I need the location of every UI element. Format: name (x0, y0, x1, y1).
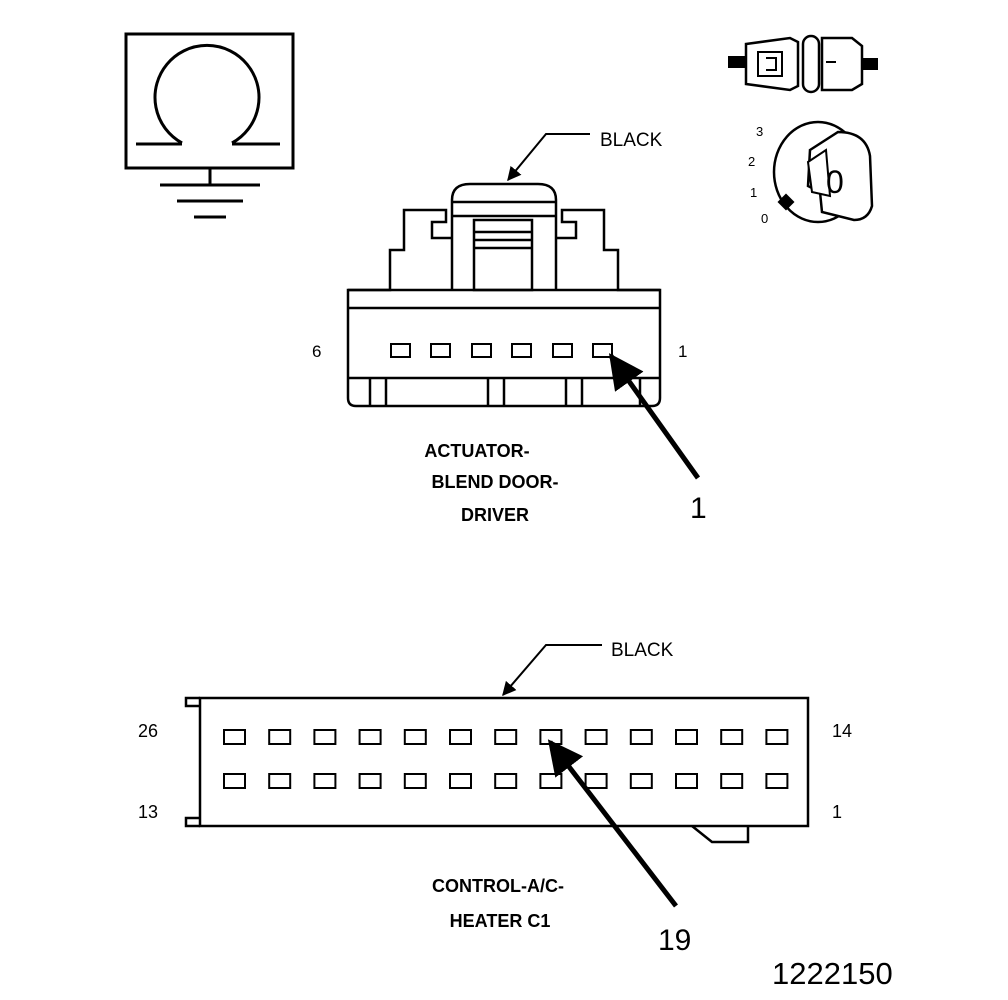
actuator-name-line-2: BLEND DOOR- (432, 472, 559, 492)
control-pin-21 (449, 729, 472, 745)
control-pin-8 (449, 773, 472, 789)
control-pin-17 (629, 729, 653, 745)
control-pin-13 (223, 773, 246, 789)
control-name-line-1: CONTROL-A/C- (432, 876, 564, 896)
actuator-connector-body (346, 182, 662, 408)
control-color-label: BLACK (611, 640, 674, 661)
control-pin-6 (539, 773, 563, 789)
actuator-callout-number: 1 (690, 492, 707, 525)
control-pin-22 (403, 729, 427, 745)
control-pin-row-top (223, 729, 789, 745)
actuator-pin-right-label: 1 (678, 342, 687, 361)
actuator-pin-3 (511, 343, 532, 358)
actuator-color-label: BLACK (600, 130, 663, 151)
ignition-key-icon (772, 120, 874, 224)
actuator-callout-arrow (608, 353, 701, 480)
control-pin-26 (223, 729, 246, 745)
key-position-3: 3 (756, 124, 763, 139)
control-pin-5 (584, 773, 608, 789)
actuator-color-leader (507, 133, 590, 182)
actuator-pin-4 (471, 343, 492, 358)
control-pin-12 (268, 773, 292, 789)
actuator-pin-6 (390, 343, 411, 358)
control-pin-7 (494, 773, 518, 789)
control-pin-20 (494, 729, 518, 745)
control-callout-arrow (547, 739, 678, 908)
control-pin-11 (313, 773, 337, 789)
control-pin-top-right-label: 14 (832, 721, 852, 741)
control-pin-1 (765, 773, 789, 789)
control-color-leader (502, 644, 602, 697)
control-name-line-2: HEATER C1 (450, 911, 551, 931)
figure-number: 1222150 (772, 956, 893, 991)
control-pin-9 (403, 773, 427, 789)
control-pin-14 (765, 729, 789, 745)
actuator-pin-row (390, 343, 613, 358)
control-pin-25 (268, 729, 292, 745)
control-pin-bottom-left-label: 13 (138, 802, 158, 822)
control-pin-bottom-right-label: 1 (832, 802, 842, 822)
key-label: 0 (826, 164, 844, 200)
control-pin-16 (675, 729, 698, 745)
actuator-pin-1 (592, 343, 613, 358)
control-pin-10 (358, 773, 382, 789)
key-position-0: 0 (761, 211, 768, 226)
key-position-1: 1 (750, 185, 757, 200)
control-pin-3 (675, 773, 698, 789)
control-pin-18 (584, 729, 608, 745)
control-callout-number: 19 (658, 924, 691, 957)
actuator-pin-5 (430, 343, 451, 358)
actuator-pin-left-label: 6 (312, 342, 321, 361)
control-pin-23 (358, 729, 382, 745)
control-connector-body (184, 696, 810, 844)
control-pin-2 (720, 773, 744, 789)
control-pin-top-left-label: 26 (138, 721, 158, 741)
control-pin-24 (313, 729, 337, 745)
control-pin-4 (629, 773, 653, 789)
disconnected-connector-icon (728, 34, 878, 94)
key-position-2: 2 (748, 154, 755, 169)
ohmmeter-ground-icon (124, 32, 295, 219)
control-pin-row-bottom (223, 773, 789, 789)
actuator-name-line-3: DRIVER (461, 505, 529, 525)
actuator-pin-2 (552, 343, 573, 358)
control-pin-15 (720, 729, 744, 745)
actuator-name-line-1: ACTUATOR- (424, 441, 529, 461)
